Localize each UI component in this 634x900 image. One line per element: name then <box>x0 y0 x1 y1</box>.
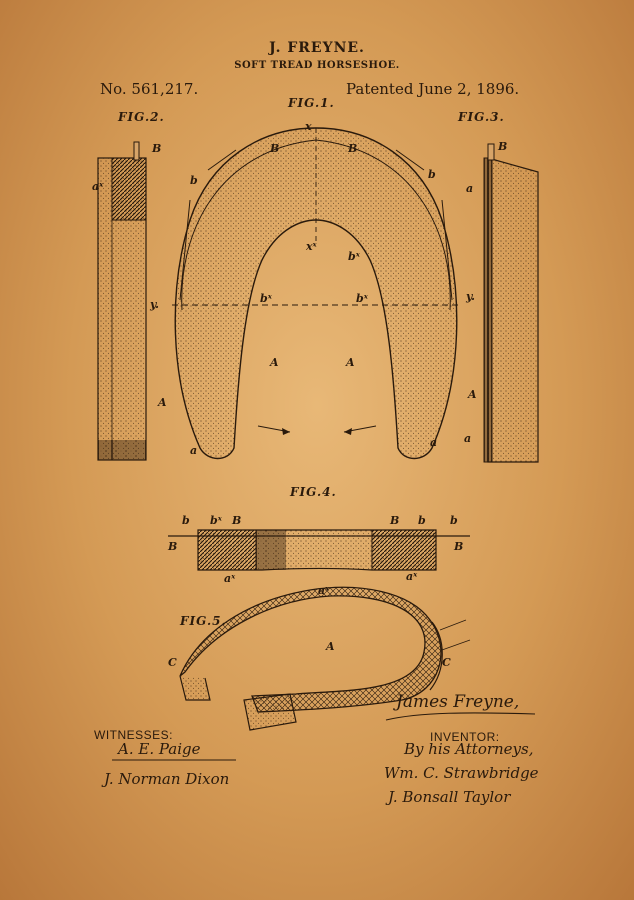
attorney-signature-2: J. Bonsall Taylor <box>388 788 510 806</box>
label-a-x: aˣ <box>92 180 103 193</box>
label-b-x: bˣ <box>260 292 272 305</box>
label-x: x <box>305 120 312 133</box>
label-A: A <box>270 356 279 369</box>
label-b-x: bˣ <box>348 250 360 263</box>
label-B: B <box>390 514 399 527</box>
label-a-x: aˣ <box>318 584 329 597</box>
label-b: b <box>190 174 198 187</box>
label-a-x: aˣ <box>406 570 417 583</box>
label-B: B <box>270 142 279 155</box>
attorney-signature-1: Wm. C. Strawbridge <box>384 764 539 782</box>
label-a: a <box>466 182 473 195</box>
label-a: a <box>190 444 197 457</box>
label-A: A <box>326 640 335 653</box>
label-b: b <box>182 514 190 527</box>
witness-signature-1: A. E. Paige <box>118 740 201 758</box>
fig1-drawing <box>172 128 460 459</box>
label-C: C <box>168 656 177 669</box>
label-a: a <box>464 432 471 445</box>
label-B: B <box>454 540 463 553</box>
label-A: A <box>468 388 477 401</box>
label-B: B <box>168 540 177 553</box>
label-a: a <box>430 436 437 449</box>
label-B: B <box>232 514 241 527</box>
label-B: B <box>152 142 161 155</box>
label-y: y. <box>466 290 475 303</box>
label-A: A <box>346 356 355 369</box>
label-B: B <box>498 140 507 153</box>
label-y: y. <box>150 298 159 311</box>
label-b-x: bˣ <box>356 292 368 305</box>
label-b: b <box>450 514 458 527</box>
label-a-x: aˣ <box>224 572 235 585</box>
fig3-drawing <box>484 144 538 462</box>
label-x-x: xˣ <box>306 240 317 253</box>
label-A: A <box>158 396 167 409</box>
fig4-drawing <box>168 530 470 570</box>
inventor-signature: James Freyne, <box>396 692 519 712</box>
label-b: b <box>428 168 436 181</box>
fig2-drawing <box>98 142 146 460</box>
label-b: b <box>418 514 426 527</box>
label-B: B <box>348 142 357 155</box>
label-C: C <box>442 656 451 669</box>
attorneys-line: By his Attorneys, <box>404 740 534 758</box>
label-b-x: bˣ <box>210 514 222 527</box>
witness-signature-2: J. Norman Dixon <box>104 770 229 788</box>
